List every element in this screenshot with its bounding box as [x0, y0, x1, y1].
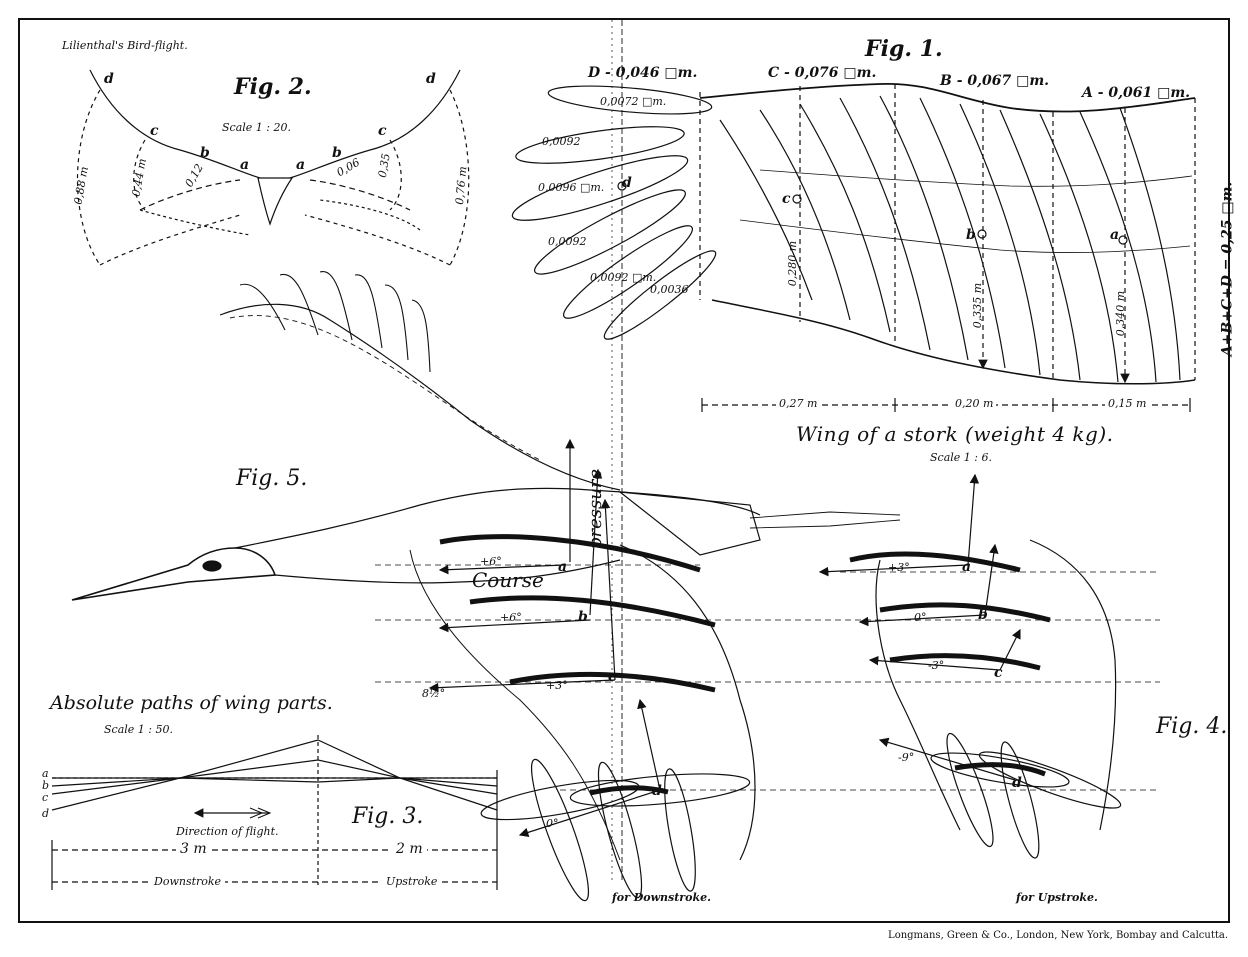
fig3-direction: Direction of flight.	[176, 825, 279, 838]
fig3-paths-drawing	[51, 735, 498, 890]
fig1-feather-area-2: 0,0092	[542, 135, 581, 148]
fig5-caption: for Downstroke.	[612, 891, 711, 904]
fig3-heading: Absolute paths of wing parts.	[50, 692, 333, 714]
fig2-left-a: a	[240, 157, 250, 173]
fig4-angle-a: +3°	[888, 561, 910, 574]
fig2-title: Fig. 2.	[234, 74, 312, 100]
fig4-point-d: d	[1012, 775, 1022, 791]
fig1-point-c: c	[782, 191, 791, 207]
fig3-dist-right: 2 m	[392, 842, 427, 856]
fig1-feather-area-5: 0,0092 □m.	[590, 271, 657, 284]
fig2-dim-6: 0,76 m	[453, 165, 470, 206]
fig3-scale: Scale 1 : 50.	[104, 723, 173, 736]
fig2-right-b: b	[332, 145, 342, 161]
fig1-feather-area-1: 0,0072 □m.	[600, 95, 667, 108]
fig2-left-b: b	[200, 145, 210, 161]
fig5-angle-a: +6°	[480, 555, 502, 568]
fig5-angle-b: +6°	[500, 611, 522, 624]
fig2-right-c: c	[378, 123, 387, 139]
fig5-point-b: b	[578, 609, 588, 625]
fig4-point-c: c	[994, 665, 1003, 681]
fig4-upstroke-drawing	[818, 473, 1160, 859]
fig1-feather-area-6: 0,0036	[650, 283, 689, 296]
fig1-wing-drawing	[511, 20, 1196, 880]
fig4-angle-c: -3°	[928, 659, 945, 672]
fig2-left-c: c	[150, 123, 159, 139]
fig2-left-d: d	[104, 71, 114, 87]
fig1-title: Fig. 1.	[865, 36, 943, 62]
fig5-angle-c: +3°	[546, 679, 568, 692]
fig1-span-1: 0,27 m	[776, 398, 821, 409]
fig5-point-a: a	[558, 559, 568, 575]
fig2-front-view	[76, 69, 470, 266]
fig4-point-b: b	[978, 607, 988, 623]
fig4-point-a: a	[962, 559, 972, 575]
fig1-point-a: a	[1110, 227, 1120, 243]
fig3-downstroke: Downstroke	[150, 876, 226, 887]
fig4-angle-d: -9°	[898, 751, 915, 764]
fig4-title: Fig. 4.	[1156, 714, 1228, 739]
fig1-area-a: A - 0,061 □m.	[1082, 85, 1191, 101]
fig3-letter-b: b	[42, 779, 50, 792]
fig2-right-d: d	[426, 71, 436, 87]
fig5-course-label: Course	[472, 568, 544, 592]
fig4-caption: for Upstroke.	[1016, 891, 1098, 904]
fig1-chord-a: 0,340 m	[1114, 290, 1128, 337]
fig1-area-d: D - 0,046 □m.	[588, 65, 698, 81]
fig2-right-a: a	[296, 157, 306, 173]
fig1-total-area: A+B+C+D = 0,25 □m.	[1219, 181, 1236, 357]
fig1-point-d: d	[622, 175, 632, 191]
fig3-letter-a: a	[42, 767, 49, 780]
fig5-stork-drawing	[71, 271, 1160, 902]
fig2-scale: Scale 1 : 20.	[222, 121, 291, 134]
fig1-area-b: B - 0,067 □m.	[940, 73, 1050, 89]
fig5-point-d: d	[652, 783, 662, 799]
fig3-letter-d: d	[42, 807, 50, 820]
fig3-title: Fig. 3.	[352, 804, 424, 829]
fig4-angle-b: 0°	[914, 611, 927, 624]
fig1-feather-area-3: 0,0096 □m.	[538, 181, 605, 194]
fig1-chord-b: 0,335 m	[971, 282, 985, 329]
publisher-credit: Longmans, Green & Co., London, New York,…	[888, 930, 1228, 941]
fig1-caption: Wing of a stork (weight 4 kg).	[796, 422, 1114, 446]
fig1-span-3: 0,15 m	[1105, 398, 1150, 409]
fig5-title: Fig. 5.	[236, 466, 308, 491]
fig1-point-b: b	[966, 227, 976, 243]
plate-border	[18, 18, 1230, 923]
fig5-pressure-label: pressure	[585, 468, 607, 550]
fig3-upstroke: Upstroke	[382, 876, 442, 887]
fig5-point-c: c	[608, 669, 617, 685]
fig5-angle-extra: 8½°	[422, 687, 446, 700]
fig1-scale: Scale 1 : 6.	[930, 451, 992, 464]
fig1-chord-c: 0,280 m	[786, 240, 800, 287]
fig3-dist-left: 3 m	[176, 842, 211, 856]
fig3-letter-c: c	[42, 791, 49, 804]
fig1-span-2: 0,20 m	[952, 398, 997, 409]
fig1-feather-area-4: 0,0092	[548, 235, 587, 248]
fig1-area-c: C - 0,076 □m.	[768, 65, 877, 81]
fig5-angle-d: 0°	[546, 817, 559, 830]
series-title: Lilienthal's Bird-flight.	[62, 39, 188, 52]
